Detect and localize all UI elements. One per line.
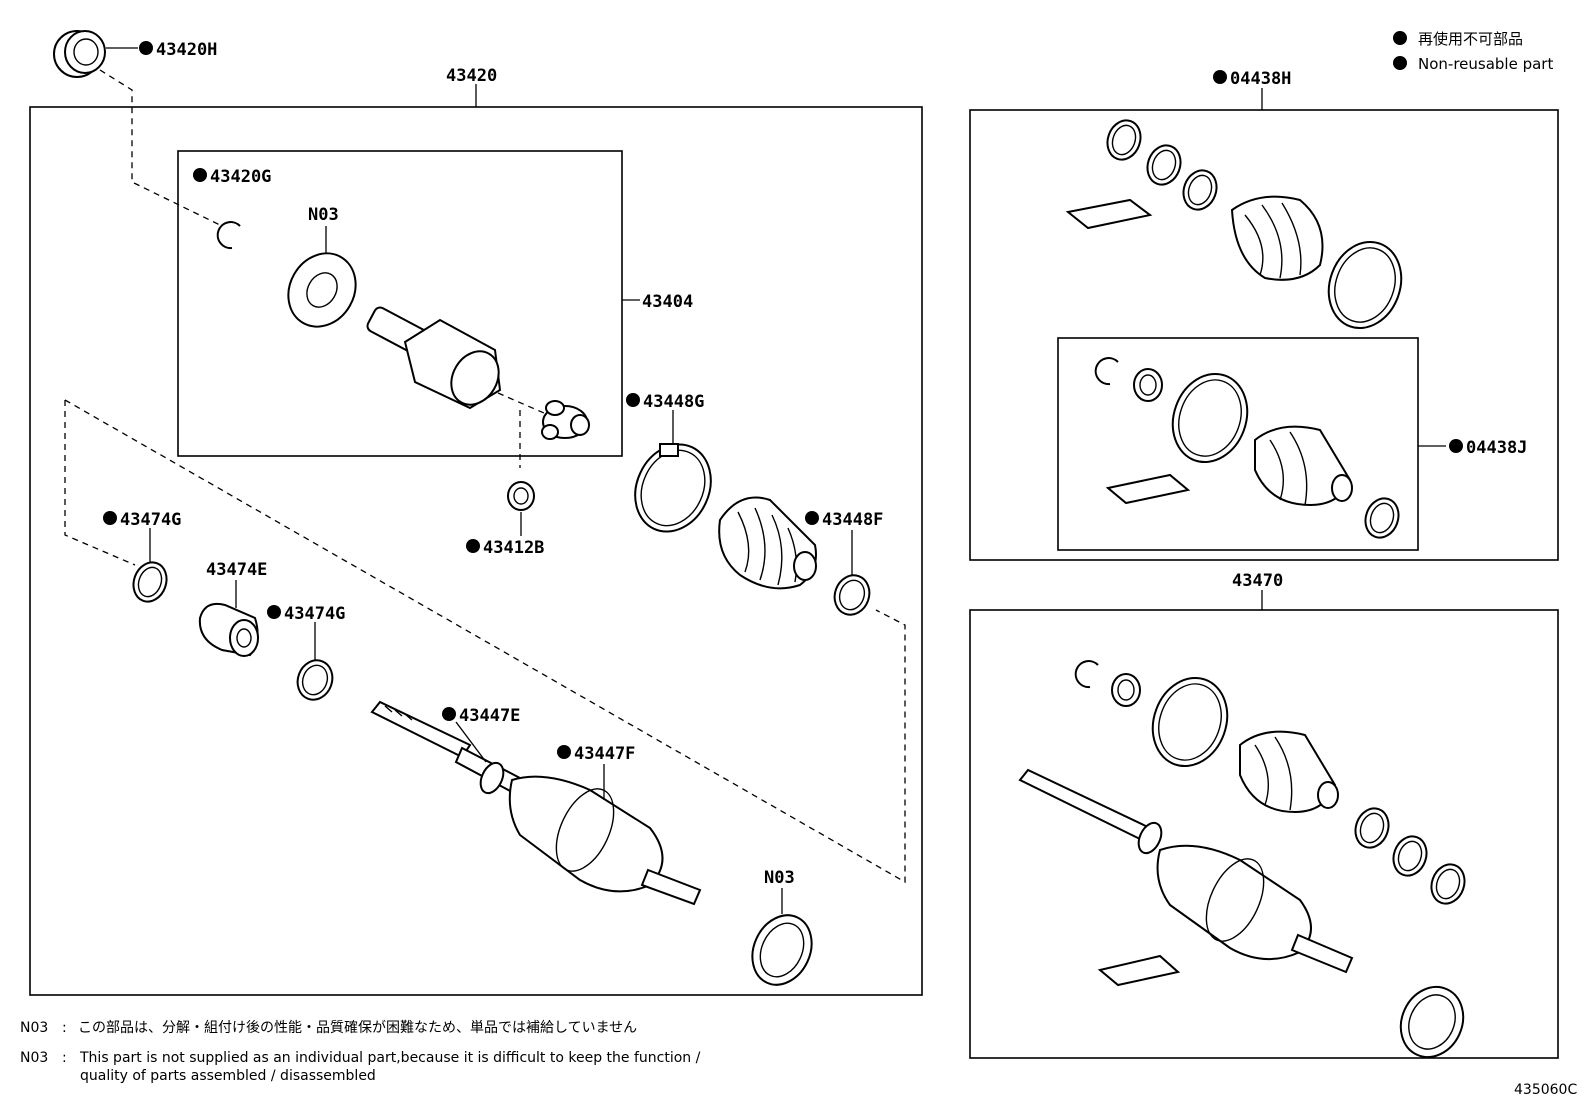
note-ja-sep: : [62, 1020, 67, 1036]
part-n03-washer[interactable] [275, 241, 368, 339]
frame-04438H [969, 109, 1559, 561]
callout-43412B[interactable]: 43412B [483, 538, 544, 558]
part-43412B[interactable] [507, 481, 535, 511]
note-en-code: N03 [20, 1050, 48, 1066]
part-inner-boot[interactable] [718, 496, 817, 590]
callout-43474G-left[interactable]: 43474G [120, 510, 181, 530]
note-ja-code: N03 [20, 1020, 48, 1036]
non-reusable-bullet-icon [139, 41, 153, 55]
assembly-43470-parts[interactable] [1018, 660, 1474, 1067]
part-43448F[interactable] [829, 570, 875, 619]
callout-43420G[interactable]: 43420G [210, 167, 271, 187]
non-reusable-bullet-icon [103, 511, 117, 525]
legend-bullet-icon [1393, 31, 1407, 45]
frame-43404 [177, 150, 623, 457]
part-tripod[interactable] [541, 400, 590, 440]
callout-43404[interactable]: 43404 [642, 292, 693, 312]
callout-43474E[interactable]: 43474E [206, 560, 267, 580]
part-drive-shaft[interactable] [370, 700, 702, 906]
part-43474E[interactable] [198, 602, 259, 657]
note-en-line2: quality of parts assembled / disassemble… [80, 1068, 376, 1084]
part-43474G-right[interactable] [292, 655, 338, 704]
frame-04438J [1057, 337, 1419, 551]
non-reusable-bullet-icon [1449, 439, 1463, 453]
part-43448G[interactable] [621, 432, 724, 544]
legend: 再使用不可部品 Non-reusable part [1393, 30, 1553, 73]
callout-43447F[interactable]: 43447F [574, 744, 635, 764]
legend-ja: 再使用不可部品 [1418, 30, 1523, 48]
note-en-sep: : [62, 1050, 67, 1066]
non-reusable-bullet-icon [466, 539, 480, 553]
non-reusable-bullet-icon [626, 393, 640, 407]
kit-04438J-parts[interactable] [1094, 357, 1404, 542]
frame-43470 [969, 609, 1559, 1059]
part-n03-ring[interactable] [741, 906, 822, 995]
part-inner-joint-housing[interactable] [365, 305, 508, 413]
callout-43447E[interactable]: 43447E [459, 706, 520, 726]
notes: N03 : この部品は、分解・組付け後の性能・品質確保が困難なため、単品では補給… [20, 1020, 701, 1084]
callout-04438J[interactable]: 04438J [1466, 438, 1527, 458]
figure-id: 435060C [1514, 1082, 1577, 1098]
note-ja-text: この部品は、分解・組付け後の性能・品質確保が困難なため、単品では補給していません [78, 1020, 637, 1036]
callout-43470[interactable]: 43470 [1232, 571, 1283, 591]
part-43420H[interactable] [53, 30, 106, 78]
part-43420G[interactable] [216, 221, 241, 250]
legend-bullet-icon [1393, 56, 1407, 70]
callout-n03-bottom[interactable]: N03 [764, 868, 795, 888]
callout-43474G-right[interactable]: 43474G [284, 604, 345, 624]
non-reusable-bullet-icon [267, 605, 281, 619]
part-43474G-left[interactable] [128, 558, 172, 607]
non-reusable-bullet-icon [442, 707, 456, 721]
non-reusable-bullet-icon [1213, 70, 1227, 84]
callout-43420H[interactable]: 43420H [156, 40, 217, 60]
callout-n03-top[interactable]: N03 [308, 205, 339, 225]
non-reusable-bullet-icon [557, 745, 571, 759]
callout-43420[interactable]: 43420 [446, 66, 497, 86]
callout-43448G[interactable]: 43448G [643, 392, 704, 412]
non-reusable-bullet-icon [193, 168, 207, 182]
non-reusable-bullet-icon [805, 511, 819, 525]
note-en-line1: This part is not supplied as an individu… [79, 1050, 701, 1066]
callout-43448F[interactable]: 43448F [822, 510, 883, 530]
callout-04438H[interactable]: 04438H [1230, 69, 1291, 89]
kit-04438H-parts[interactable] [1065, 116, 1413, 339]
legend-en: Non-reusable part [1418, 55, 1553, 73]
